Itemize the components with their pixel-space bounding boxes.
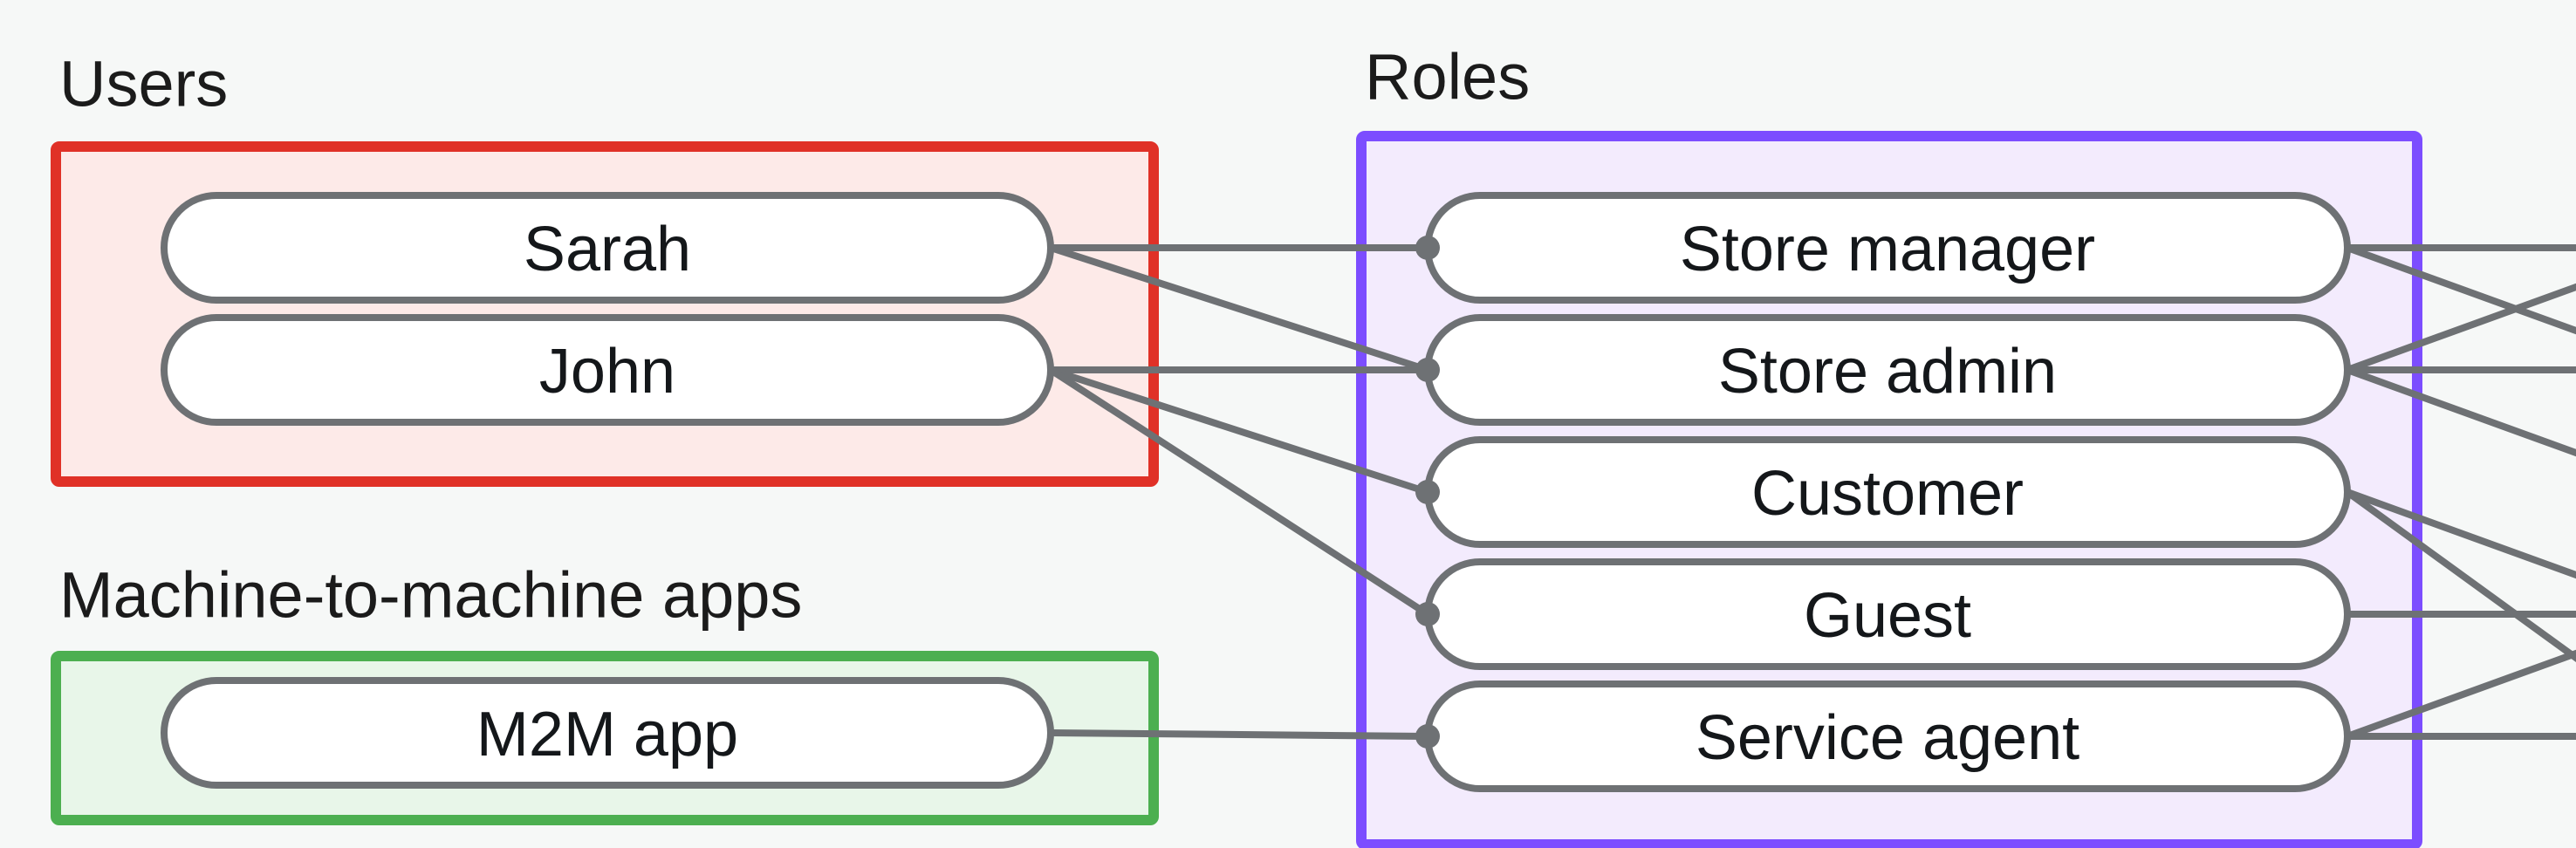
port-store-manager <box>1415 236 1440 260</box>
edge-store-admin-delete-store <box>2346 366 2576 457</box>
port-customer <box>1415 480 1440 504</box>
node-label-store-manager: Store manager <box>1680 215 2095 284</box>
edge-layer <box>1048 244 2576 740</box>
title-m2m: Machine-to-machine apps <box>59 559 802 632</box>
group-title-layer: UsersRolesPermissionsAPI resourcesMachin… <box>59 41 1530 632</box>
port-service-agent <box>1415 724 1440 749</box>
edge-john-customer <box>1049 366 1429 496</box>
node-label-sarah: Sarah <box>524 215 691 284</box>
node-label-m2m-app: M2M app <box>476 700 738 769</box>
node-m2m-app[interactable] <box>161 677 1054 789</box>
edge-service-agent-list-books <box>2346 649 2576 740</box>
edge-store-admin-read-store <box>2346 283 2576 373</box>
node-sarah[interactable] <box>161 192 1054 304</box>
edge-sarah-store-admin <box>1049 244 1429 373</box>
title-roles: Roles <box>1365 41 1530 113</box>
edge-john-guest <box>1048 366 1430 618</box>
node-label-customer: Customer <box>1751 459 2024 529</box>
edge-m2m-service-agent <box>1050 729 1428 740</box>
node-label-service-agent: Service agent <box>1696 703 2079 773</box>
port-guest <box>1415 602 1440 626</box>
edge-customer-list-books <box>2346 489 2576 579</box>
port-layer <box>1415 236 1440 749</box>
port-store-admin <box>1415 358 1440 382</box>
node-label-john: John <box>539 337 675 407</box>
node-label-guest: Guest <box>1804 581 1971 651</box>
node-john[interactable] <box>161 314 1054 426</box>
node-label-store-admin: Store admin <box>1718 337 2057 407</box>
title-users: Users <box>59 48 228 120</box>
